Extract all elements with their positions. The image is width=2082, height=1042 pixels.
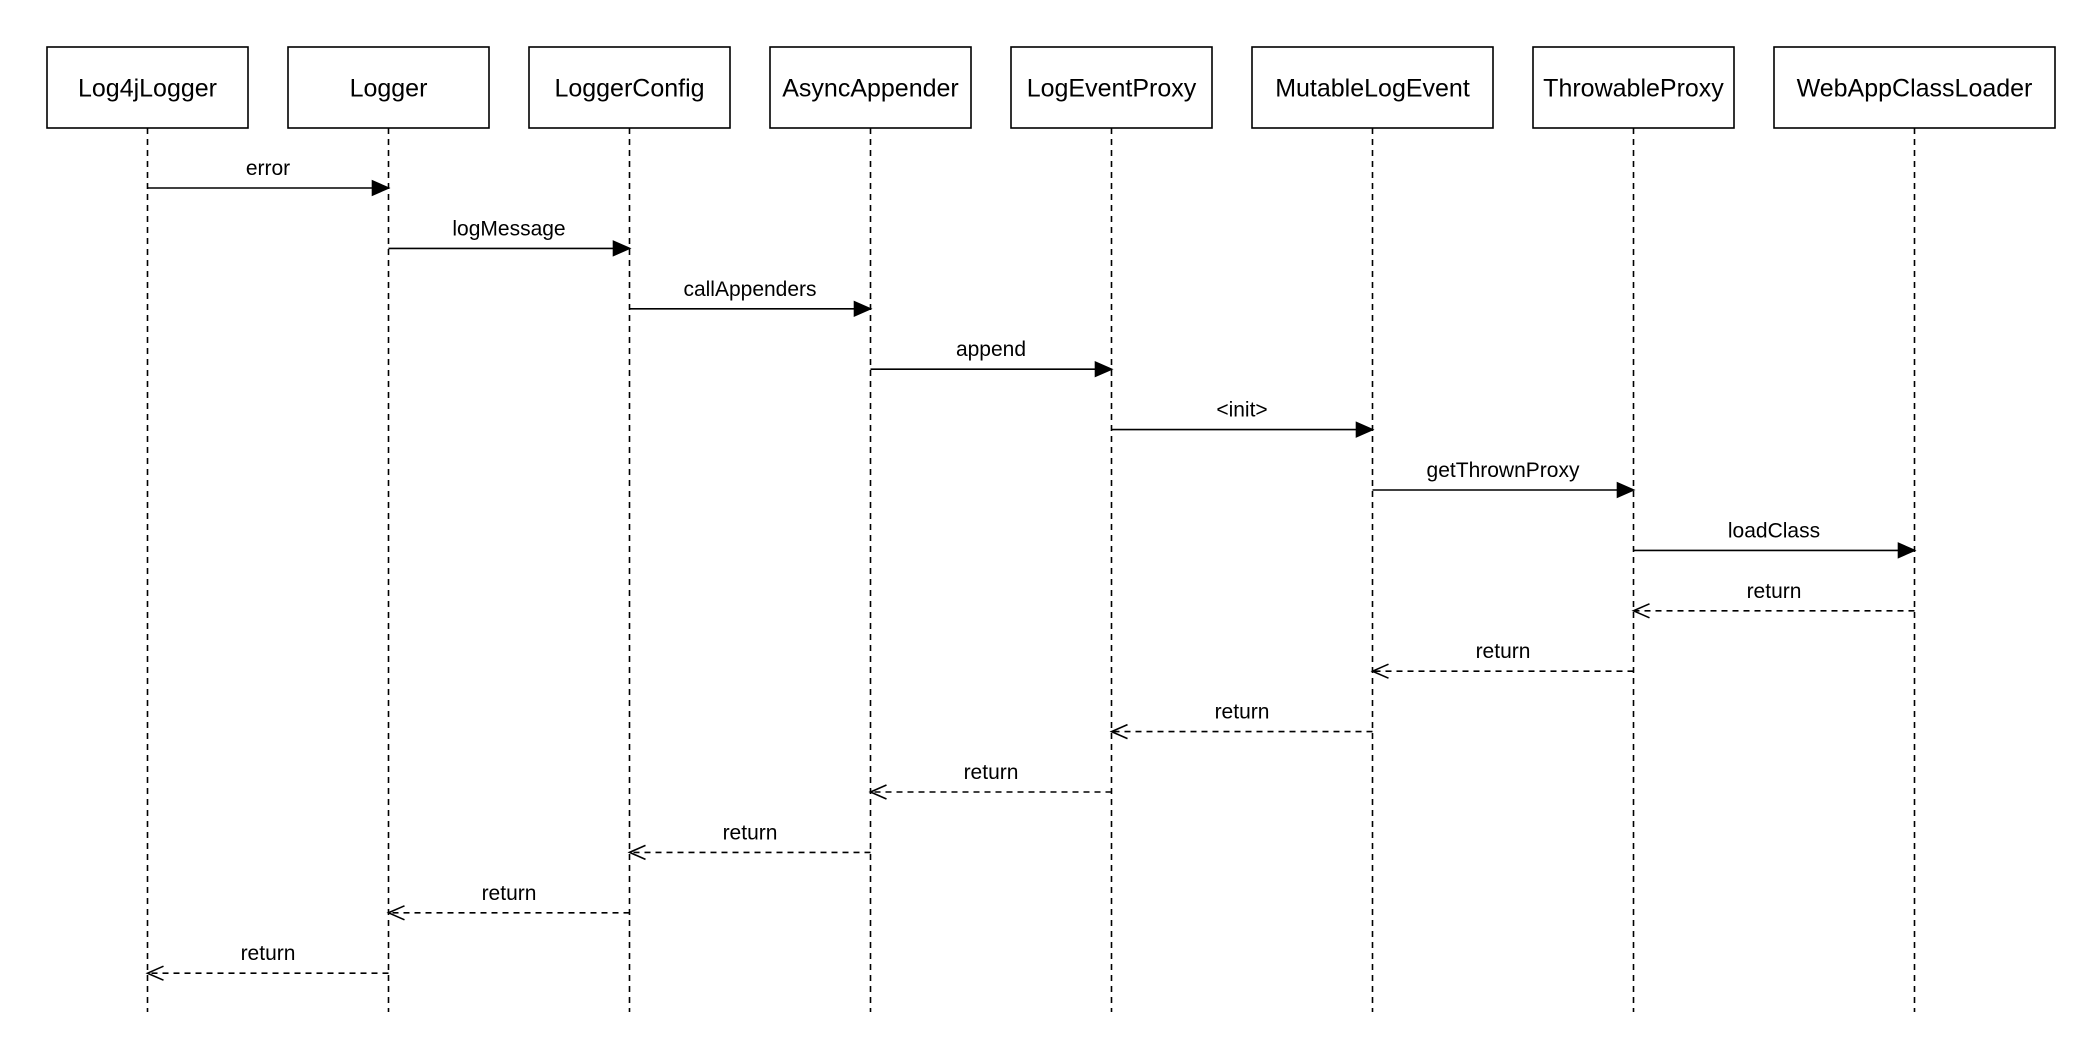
participant-label: MutableLogEvent (1275, 75, 1470, 103)
message-4[interactable]: append (870, 338, 1114, 378)
participant-label: ThrowableProxy (1543, 75, 1724, 103)
arrowhead-open-icon (627, 844, 646, 861)
message-14[interactable]: return (145, 942, 389, 981)
arrowhead-filled-icon (1897, 542, 1917, 559)
participant-webappclassloader[interactable]: WebAppClassLoader (1773, 46, 2056, 129)
arrowhead-open-icon (1370, 663, 1389, 679)
message-12[interactable]: return (627, 821, 871, 861)
participant-logeventproxy[interactable]: LogEventProxy (1010, 46, 1213, 129)
message-6[interactable]: getThrownProxy (1372, 459, 1636, 499)
participant-box[interactable] (1773, 46, 2056, 129)
arrowhead-open-icon (145, 965, 164, 981)
participant-box[interactable] (46, 46, 249, 129)
participant-throwableproxy[interactable]: ThrowableProxy (1532, 46, 1735, 129)
message-11[interactable]: return (868, 761, 1112, 800)
message-label: callAppenders (683, 278, 816, 301)
participant-logger[interactable]: Logger (287, 46, 490, 129)
message-13[interactable]: return (386, 882, 630, 921)
participant-box[interactable] (1532, 46, 1735, 129)
arrowhead-filled-icon (1355, 421, 1375, 438)
message-label: return (482, 882, 537, 905)
message-label: error (246, 157, 290, 180)
message-10[interactable]: return (1109, 701, 1373, 740)
participant-asyncappender[interactable]: AsyncAppender (769, 46, 972, 129)
message-label: return (1215, 701, 1270, 724)
message-label: return (1476, 640, 1531, 663)
arrowhead-open-icon (1631, 603, 1650, 619)
message-3[interactable]: callAppenders (629, 278, 873, 318)
message-2[interactable]: logMessage (388, 217, 632, 257)
message-7[interactable]: loadClass (1633, 519, 1917, 559)
participant-label: Log4jLogger (78, 75, 217, 103)
participant-label: AsyncAppender (782, 75, 959, 103)
arrowhead-filled-icon (1094, 360, 1114, 378)
participant-box[interactable] (1010, 46, 1213, 129)
message-label: <init> (1216, 399, 1267, 422)
message-1[interactable]: error (147, 157, 391, 197)
participant-label: LoggerConfig (554, 75, 704, 103)
participant-log4jlogger[interactable]: Log4jLogger (46, 46, 249, 129)
message-9[interactable]: return (1370, 640, 1634, 679)
message-label: loadClass (1728, 519, 1820, 542)
message-5[interactable]: <init> (1111, 399, 1375, 438)
message-label: return (241, 942, 296, 965)
arrowhead-filled-icon (1616, 481, 1636, 499)
participant-box[interactable] (1251, 46, 1494, 129)
message-label: logMessage (452, 217, 565, 240)
arrowhead-filled-icon (853, 300, 873, 318)
participant-box[interactable] (528, 46, 731, 129)
message-label: getThrownProxy (1427, 459, 1580, 482)
message-label: return (1747, 580, 1802, 603)
arrowhead-open-icon (386, 905, 405, 921)
message-8[interactable]: return (1631, 580, 1915, 619)
arrowhead-filled-icon (612, 240, 632, 257)
participant-label: Logger (350, 75, 428, 103)
participant-label: WebAppClassLoader (1797, 75, 2033, 103)
arrowhead-filled-icon (371, 179, 391, 197)
participant-box[interactable] (287, 46, 490, 129)
arrowhead-open-icon (1109, 723, 1128, 740)
message-label: append (956, 338, 1026, 361)
participant-loggerconfig[interactable]: LoggerConfig (528, 46, 731, 129)
message-label: return (964, 761, 1019, 784)
arrowhead-open-icon (868, 784, 887, 800)
participant-mutablelogevent[interactable]: MutableLogEvent (1251, 46, 1494, 129)
participant-label: LogEventProxy (1027, 75, 1197, 103)
message-label: return (723, 821, 778, 844)
participant-box[interactable] (769, 46, 972, 129)
